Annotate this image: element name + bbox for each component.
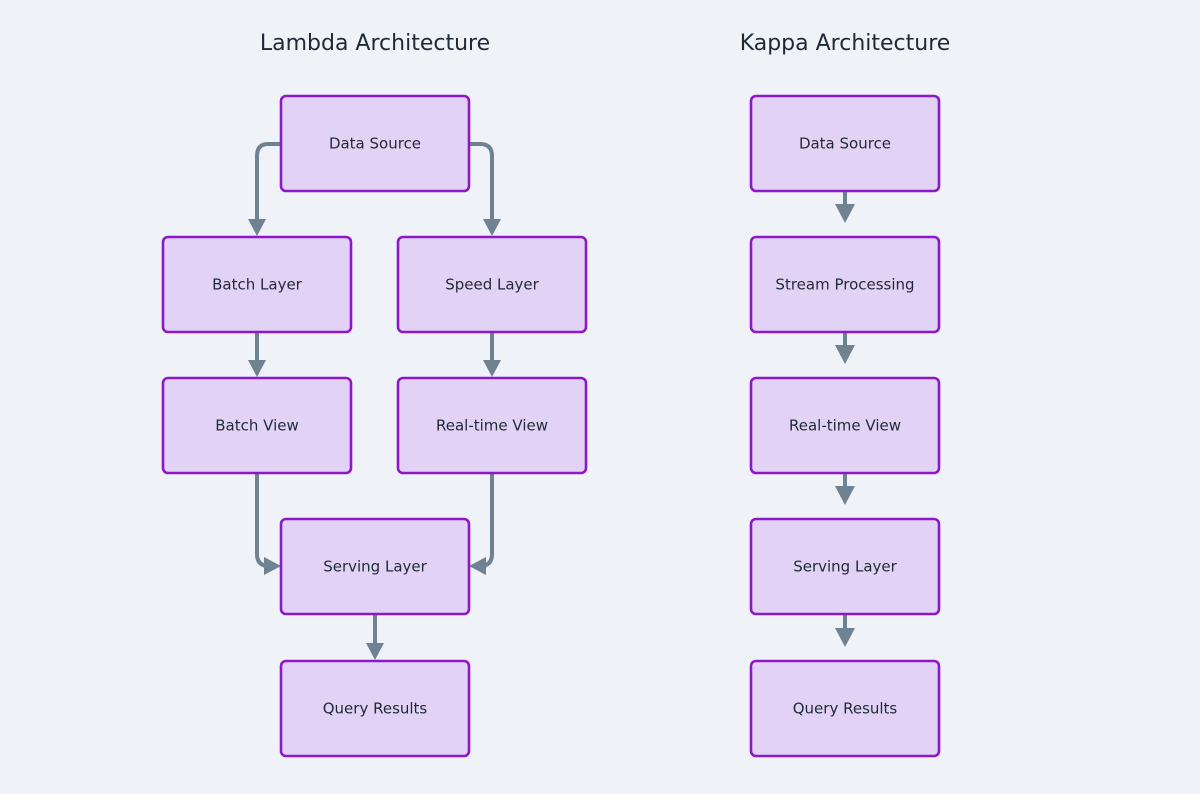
edge-kappa-realtimeview-to-servinglayer-arrowhead [835, 486, 855, 505]
edge-batchlayer-to-batchview-arrowhead [248, 360, 266, 377]
kappa-node-data-source[interactable]: Data Source [749, 94, 941, 193]
edge-kappa-stream-to-realtimeview-arrowhead [835, 345, 855, 364]
lambda-edges [248, 142, 501, 660]
lambda-node-batch-view-label: Batch View [215, 417, 298, 435]
lambda-node-batch-layer-shape[interactable] [161, 235, 353, 334]
lambda-node-query-results-shape[interactable] [279, 659, 471, 758]
edge-kappa-datasource-to-stream-arrowhead [835, 204, 855, 223]
lambda-node-data-source[interactable]: Data Source [279, 94, 471, 193]
lambda-node-data-source-label: Data Source [329, 135, 421, 153]
kappa-node-serving-layer[interactable]: Serving Layer [749, 517, 941, 616]
kappa-node-data-source-label: Data Source [799, 135, 891, 153]
edge-datasource-to-speedlayer-arrowhead [483, 219, 501, 236]
lambda-node-speed-layer-label: Speed Layer [445, 276, 539, 294]
lambda-node-batch-layer[interactable]: Batch Layer [161, 235, 353, 334]
lambda-node-speed-layer-shape[interactable] [396, 235, 588, 334]
kappa-node-realtime-view-shape[interactable] [749, 376, 941, 475]
kappa-node-realtime-view[interactable]: Real-time View [749, 376, 941, 475]
lambda-node-batch-view[interactable]: Batch View [161, 376, 353, 475]
kappa-node-query-results[interactable]: Query Results [749, 659, 941, 758]
kappa-edges [835, 189, 855, 647]
edge-realtimeview-to-servinglayer [478, 470, 494, 568]
lambda-title: Lambda Architecture [260, 31, 490, 56]
kappa-node-query-results-label: Query Results [793, 700, 898, 718]
lambda-node-query-results-label: Query Results [323, 700, 428, 718]
edge-speedlayer-to-realtimeview-arrowhead [483, 360, 501, 377]
lambda-node-batch-view-shape[interactable] [161, 376, 353, 475]
kappa-node-stream-processing-shape[interactable] [749, 235, 941, 334]
edge-datasource-to-speedlayer [467, 142, 494, 224]
lambda-architecture-group: Lambda Architecture [161, 31, 588, 758]
lambda-node-realtime-view[interactable]: Real-time View [396, 376, 588, 475]
lambda-node-realtime-view-label: Real-time View [436, 417, 548, 435]
edge-datasource-to-batchlayer [255, 142, 283, 224]
edge-realtimeview-to-servinglayer-arrowhead [469, 557, 486, 575]
lambda-node-query-results[interactable]: Query Results [279, 659, 471, 758]
lambda-node-realtime-view-shape[interactable] [396, 376, 588, 475]
lambda-node-serving-layer-label: Serving Layer [323, 558, 427, 576]
edge-datasource-to-batchlayer-arrowhead [248, 219, 266, 236]
kappa-node-serving-layer-shape[interactable] [749, 517, 941, 616]
lambda-node-speed-layer[interactable]: Speed Layer [396, 235, 588, 334]
kappa-title: Kappa Architecture [740, 31, 951, 56]
kappa-node-stream-processing-label: Stream Processing [775, 276, 914, 294]
kappa-architecture-group: Kappa Architecture Data Source Stream P [740, 31, 951, 758]
kappa-node-data-source-shape[interactable] [749, 94, 941, 193]
edge-servinglayer-to-queryresults-arrowhead [366, 643, 384, 660]
kappa-node-stream-processing[interactable]: Stream Processing [749, 235, 941, 334]
lambda-node-data-source-shape[interactable] [279, 94, 471, 193]
edge-batchview-to-servinglayer-arrowhead [264, 557, 281, 575]
kappa-node-query-results-shape[interactable] [749, 659, 941, 758]
kappa-node-realtime-view-label: Real-time View [789, 417, 901, 435]
lambda-node-batch-layer-label: Batch Layer [212, 276, 303, 294]
edge-kappa-servinglayer-to-queryresults-arrowhead [835, 628, 855, 647]
kappa-node-serving-layer-label: Serving Layer [793, 558, 897, 576]
lambda-node-serving-layer[interactable]: Serving Layer [279, 517, 471, 616]
edge-batchview-to-servinglayer [255, 470, 271, 568]
lambda-node-serving-layer-shape[interactable] [279, 517, 471, 616]
